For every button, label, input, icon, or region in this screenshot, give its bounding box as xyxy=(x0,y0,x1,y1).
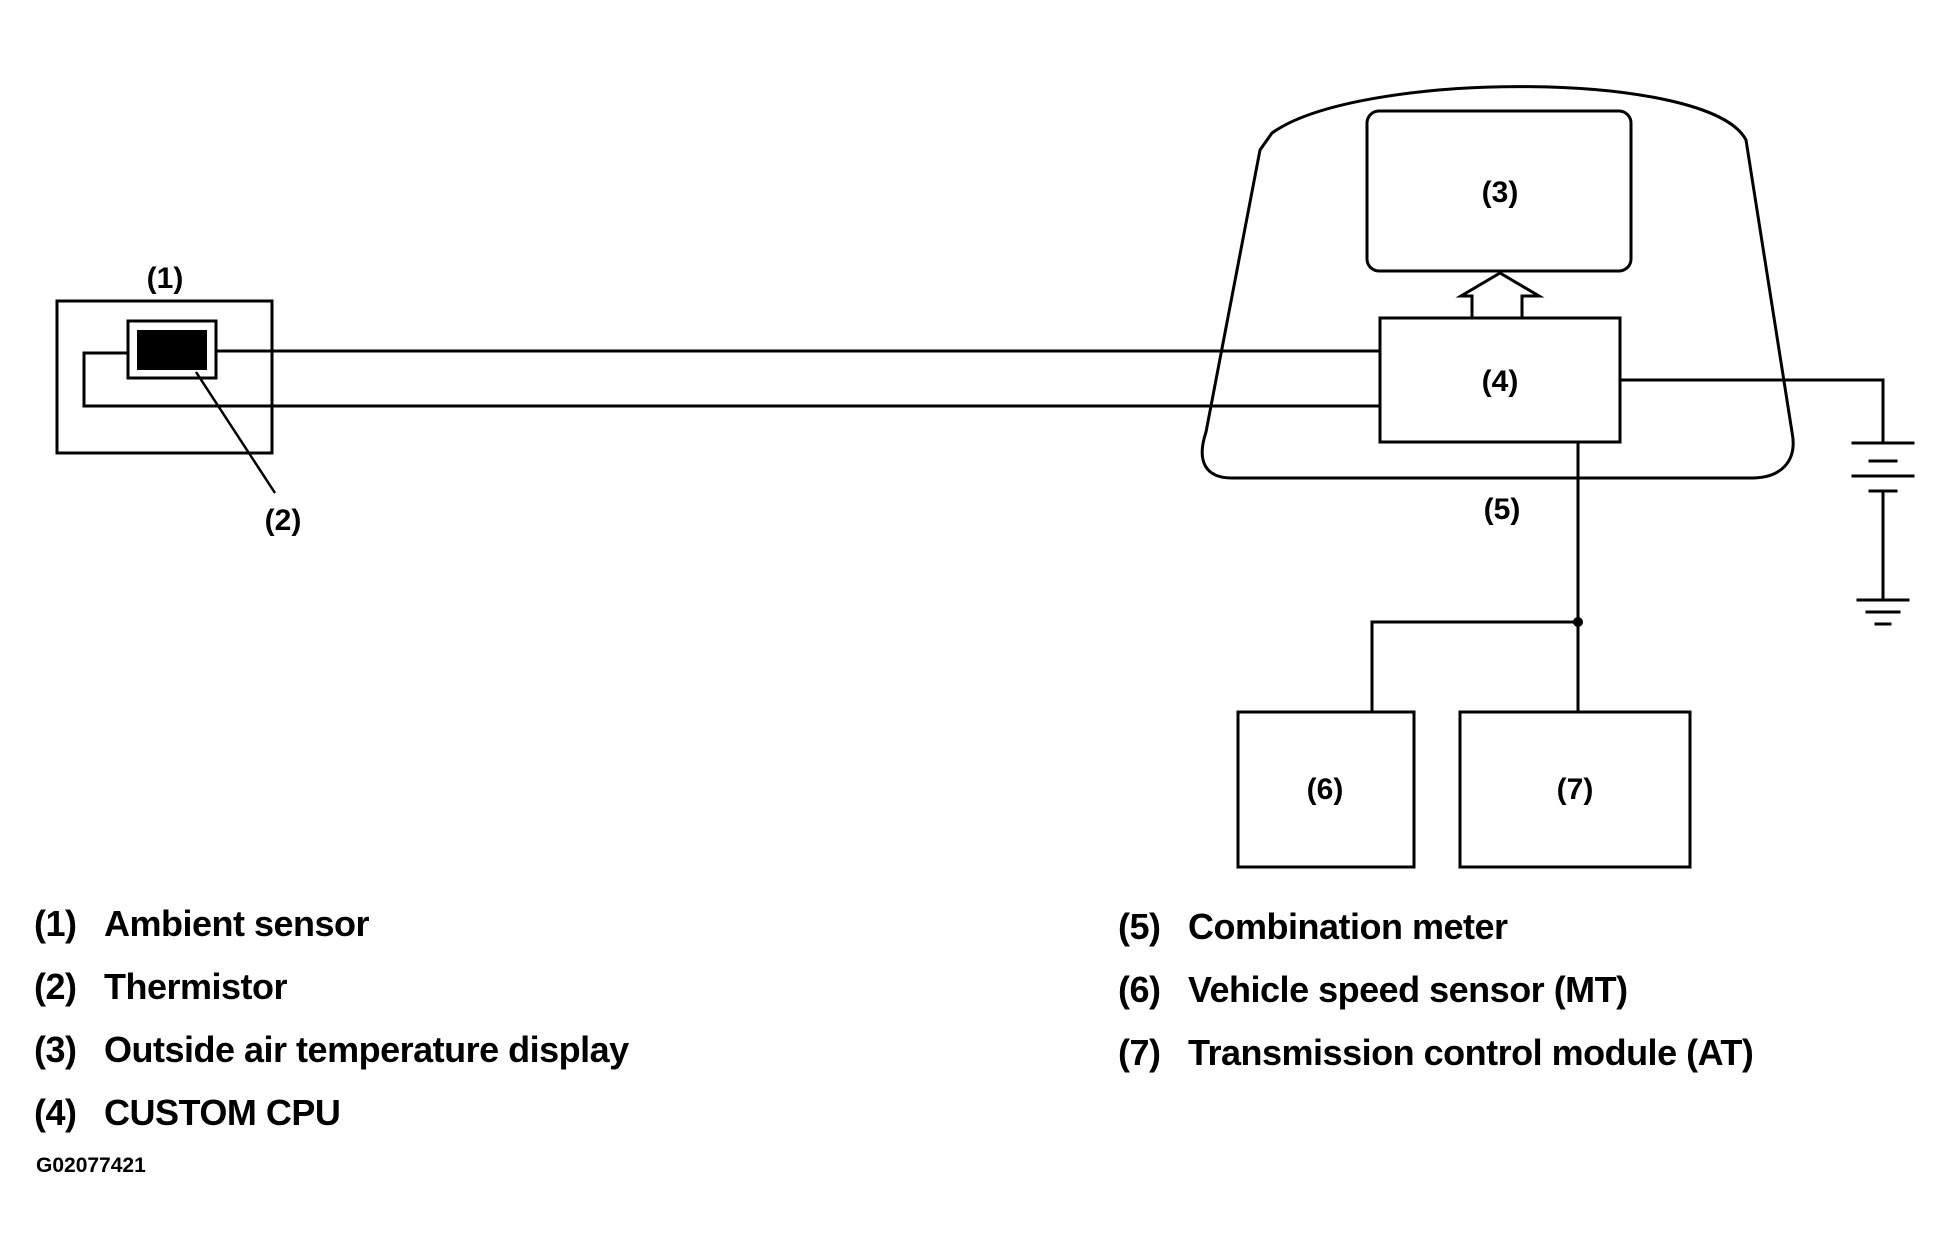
callout-1: (1) xyxy=(147,262,184,295)
combination-meter-outline xyxy=(1200,85,1795,480)
battery-icon xyxy=(1851,441,1915,600)
ambient-sensor-box xyxy=(55,299,274,455)
power-wire xyxy=(1618,378,1885,445)
legend-text: Transmission control module (AT) xyxy=(1188,1032,1754,1073)
legend-item-3: (3) Outside air temperature display xyxy=(34,1029,629,1071)
legend-number: (2) xyxy=(34,966,77,1007)
temperature-display-box xyxy=(1365,109,1633,273)
junction-dot xyxy=(1573,617,1583,627)
callout-3: (3) xyxy=(1482,176,1519,209)
legend-item-7: (7) Transmission control module (AT) xyxy=(1118,1032,1754,1074)
callout-7: (7) xyxy=(1557,773,1594,806)
legend-text: Outside air temperature display xyxy=(104,1029,629,1070)
callout-5: (5) xyxy=(1484,493,1521,526)
legend-text: Combination meter xyxy=(1188,906,1508,947)
legend-text: Thermistor xyxy=(104,966,288,1007)
legend-number: (1) xyxy=(34,903,77,944)
callout-6: (6) xyxy=(1307,773,1344,806)
figure-code: G02077421 xyxy=(36,1154,146,1177)
legend-number: (6) xyxy=(1118,969,1161,1010)
legend-item-2: (2) Thermistor xyxy=(34,966,288,1008)
callout-2: (2) xyxy=(265,504,302,537)
legend-number: (3) xyxy=(34,1029,77,1070)
speed-sensor-branch xyxy=(1370,620,1580,714)
legend-text: Ambient sensor xyxy=(104,903,370,944)
legend-text: CUSTOM CPU xyxy=(104,1092,341,1133)
vehicle-speed-sensor-box xyxy=(1236,710,1416,869)
ground-icon xyxy=(1856,598,1910,626)
legend-item-5: (5) Combination meter xyxy=(1118,906,1508,948)
legend-item-1: (1) Ambient sensor xyxy=(34,903,370,945)
thermistor-leader xyxy=(194,371,277,494)
callout-4: (4) xyxy=(1482,365,1519,398)
legend-number: (5) xyxy=(1118,906,1161,947)
legend-item-6: (6) Vehicle speed sensor (MT) xyxy=(1118,969,1628,1011)
legend-text: Vehicle speed sensor (MT) xyxy=(1188,969,1628,1010)
legend-item-4: (4) CUSTOM CPU xyxy=(34,1092,341,1134)
sensor-wire-bottom xyxy=(82,351,1382,408)
transmission-control-module-box xyxy=(1458,710,1692,869)
data-arrow xyxy=(1455,271,1545,320)
thermistor-element xyxy=(137,330,207,370)
legend-number: (7) xyxy=(1118,1032,1161,1073)
legend-number: (4) xyxy=(34,1092,77,1133)
